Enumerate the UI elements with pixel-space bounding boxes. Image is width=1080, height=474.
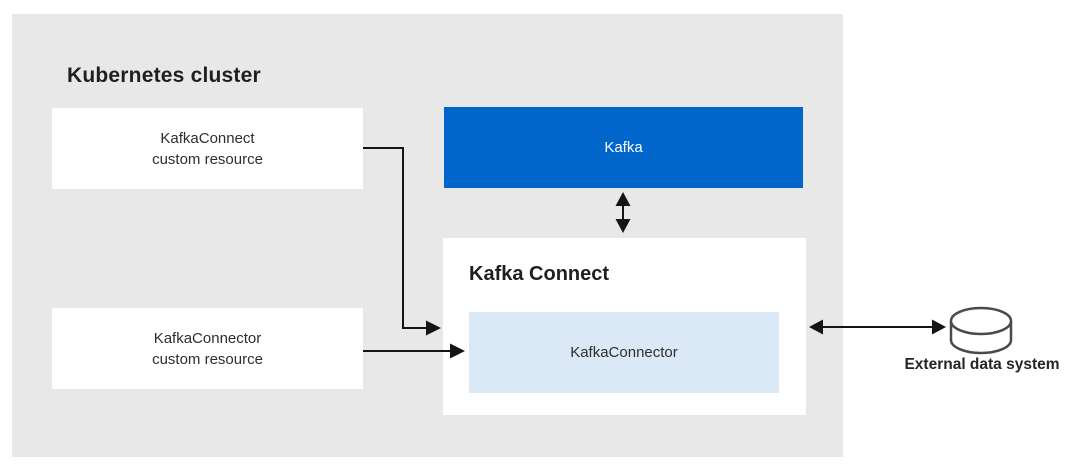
kafka-connect-cr-label-line2: custom resource (152, 150, 263, 168)
kafka-connector-custom-resource-node: KafkaConnector custom resource (52, 308, 363, 389)
kafka-connector-label: KafkaConnector (570, 344, 678, 361)
kafka-connect-custom-resource-node: KafkaConnect custom resource (52, 108, 363, 189)
kafka-label: Kafka (604, 139, 643, 156)
database-cylinder-icon (949, 306, 1013, 355)
kafka-connector-cr-label-line2: custom resource (152, 350, 263, 368)
kafka-connect-title: Kafka Connect (469, 263, 610, 285)
kubernetes-cluster-title: Kubernetes cluster (67, 64, 261, 87)
kafka-connector-node: KafkaConnector (469, 312, 779, 393)
kafka-connector-cr-label-line1: KafkaConnector (153, 329, 262, 347)
kafka-connect-node: Kafka Connect KafkaConnector (443, 238, 806, 415)
kafka-connect-cr-label-line1: KafkaConnect (160, 129, 255, 147)
external-data-system-label: External data system (904, 356, 1060, 373)
kafka-node: Kafka (444, 107, 803, 188)
